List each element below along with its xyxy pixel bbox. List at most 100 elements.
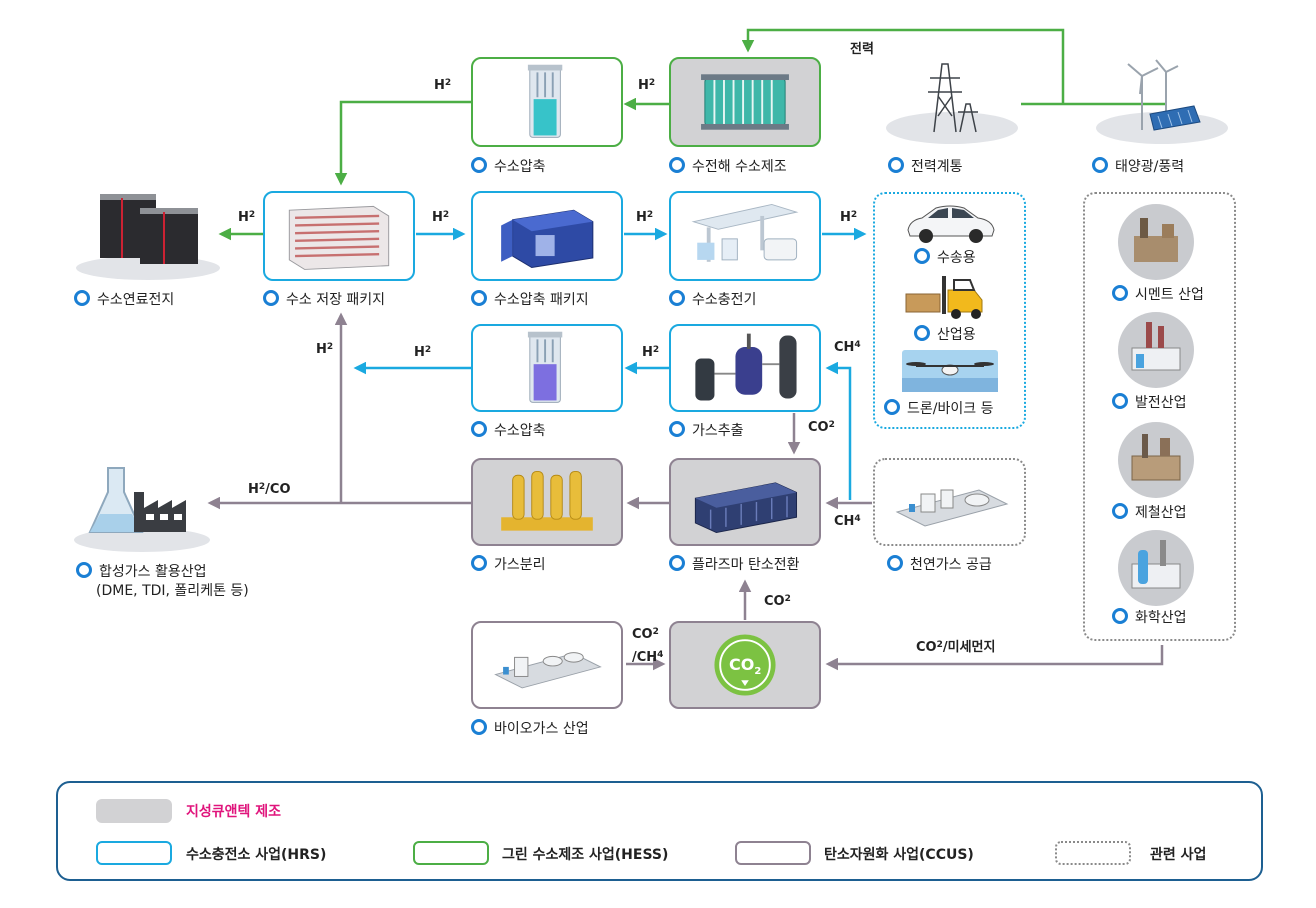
bullet-icon (884, 399, 900, 415)
edge-label-h2co: H2/CO (248, 482, 291, 497)
uses-group (873, 192, 1026, 429)
ch4-natural-to-extraction (825, 361, 852, 500)
edge-label-h2: H2 (434, 78, 452, 93)
legend-label-manufacturing: 지성큐앤텍 제조 (186, 804, 282, 820)
compressor-icon (527, 64, 563, 138)
industry-label: 시멘트 산업 (1112, 285, 1204, 304)
bullet-icon (76, 562, 92, 578)
compressor-package-node[interactable] (471, 191, 623, 281)
bullet-icon (471, 421, 487, 437)
industry-label: 화학산업 (1112, 608, 1187, 627)
node-label: 바이오가스 산업 (471, 719, 589, 738)
edge-label-ch4: CH4 (834, 340, 861, 355)
charger-station-icon (691, 203, 799, 262)
node-label: 수전해 수소제조 (669, 157, 787, 176)
legend-swatch-hrs (96, 841, 172, 865)
drone-icon (902, 350, 998, 392)
edge-label-h2: H2 (636, 210, 654, 225)
power-plant-icon (1118, 312, 1194, 388)
chemical-plant-icon (1118, 530, 1194, 606)
node-label: 수소 저장 패키지 (263, 290, 385, 309)
bullet-icon (1112, 285, 1128, 301)
edge-label-h2: H2 (414, 345, 432, 360)
compressor-node-top[interactable] (471, 57, 623, 147)
charger-node[interactable] (669, 191, 821, 281)
node-label: 가스분리 (471, 555, 546, 574)
edge-label-h2: H2 (316, 342, 334, 357)
electrolysis-node[interactable] (669, 57, 821, 147)
node-label: 천연가스 공급 (887, 555, 992, 574)
node-label: 플라즈마 탄소전환 (669, 555, 800, 574)
legend-swatch-manufacturing (96, 799, 172, 823)
related-industries-group (1083, 192, 1236, 641)
bullet-icon (887, 555, 903, 571)
legend-label-ccus: 탄소자원화 사업(CCUS) (824, 847, 974, 863)
plasma-node[interactable] (669, 458, 821, 546)
edge-label-ch4: CH4 (834, 514, 861, 529)
bullet-icon (1112, 608, 1128, 624)
bullet-icon (1112, 393, 1128, 409)
industry-label: 제철산업 (1112, 503, 1187, 522)
dust-to-capture (825, 645, 1164, 671)
edge-label-h2: H2 (840, 210, 858, 225)
node-label: 수소연료전지 (74, 290, 174, 309)
electrolyzer-icon (701, 74, 789, 130)
bullet-icon (1092, 157, 1108, 173)
industry-label: 발전산업 (1112, 393, 1187, 412)
car-icon (907, 205, 995, 243)
gas-separation-node[interactable] (471, 458, 623, 546)
biogas-node[interactable] (471, 621, 623, 709)
legend-swatch-hess (413, 841, 489, 865)
use-label: 산업용 (914, 325, 976, 344)
node-label: 수소충전기 (669, 290, 756, 309)
h2-compress-to-storage (334, 100, 471, 186)
legend: 지성큐앤텍 제조 수소충전소 사업(HRS) 그린 수소제조 사업(HESS) … (56, 781, 1263, 881)
bullet-icon (914, 248, 930, 264)
power-arrow (741, 28, 1065, 104)
legend-swatch-related (1055, 841, 1131, 865)
node-label: 수소압축 (471, 421, 546, 440)
edge-label-h2: H2 (238, 210, 256, 225)
gas-plant-icon (895, 489, 1009, 527)
legend-label-hess: 그린 수소제조 사업(HESS) (502, 847, 669, 863)
edge-label-power: 전력 (850, 42, 874, 57)
legend-swatch-ccus (735, 841, 811, 865)
bullet-icon (669, 421, 685, 437)
edge-label-h2: H2 (638, 78, 656, 93)
co2-capture-icon (714, 634, 776, 696)
co2-capture-node[interactable]: CO2 (669, 621, 821, 709)
plasma-reactor-icon (694, 482, 798, 534)
edge-label-co2: CO2 (764, 594, 791, 609)
legend-label-related: 관련 사업 (1150, 847, 1207, 863)
bullet-icon (74, 290, 90, 306)
power-tower-icon (886, 63, 1018, 144)
bullet-icon (914, 325, 930, 341)
natural-gas-node[interactable] (873, 458, 1026, 546)
storage-package-node[interactable] (263, 191, 415, 281)
edge-label-co2: CO2 (808, 420, 835, 435)
bullet-icon (669, 555, 685, 571)
edge-label-co2-dust: CO2/미세먼지 (916, 640, 996, 655)
node-sublabel: (DME, TDI, 폴리케톤 등) (96, 583, 249, 599)
bullet-icon (669, 157, 685, 173)
forklift-icon (905, 276, 983, 319)
cement-plant-icon (1118, 204, 1194, 280)
bullet-icon (888, 157, 904, 173)
biogas-plant-icon (494, 652, 602, 689)
fuel-cell-icon (76, 194, 220, 280)
node-label: 가스추출 (669, 421, 744, 440)
bullet-icon (471, 157, 487, 173)
gas-extraction-node[interactable] (669, 324, 821, 412)
legend-label-hrs: 수소충전소 사업(HRS) (186, 847, 327, 863)
gas-separator-icon (501, 470, 593, 531)
compressor-node-mid[interactable] (471, 324, 623, 412)
node-label: 수소압축 패키지 (471, 290, 589, 309)
node-label: 합성가스 활용산업 (76, 562, 207, 581)
gas-extraction-icon (695, 333, 797, 401)
bullet-icon (263, 290, 279, 306)
node-label: 전력계통 (888, 157, 963, 176)
node-label: 수소압축 (471, 157, 546, 176)
node-label: 태양광/풍력 (1092, 157, 1184, 176)
compressor-package-icon (501, 209, 594, 269)
